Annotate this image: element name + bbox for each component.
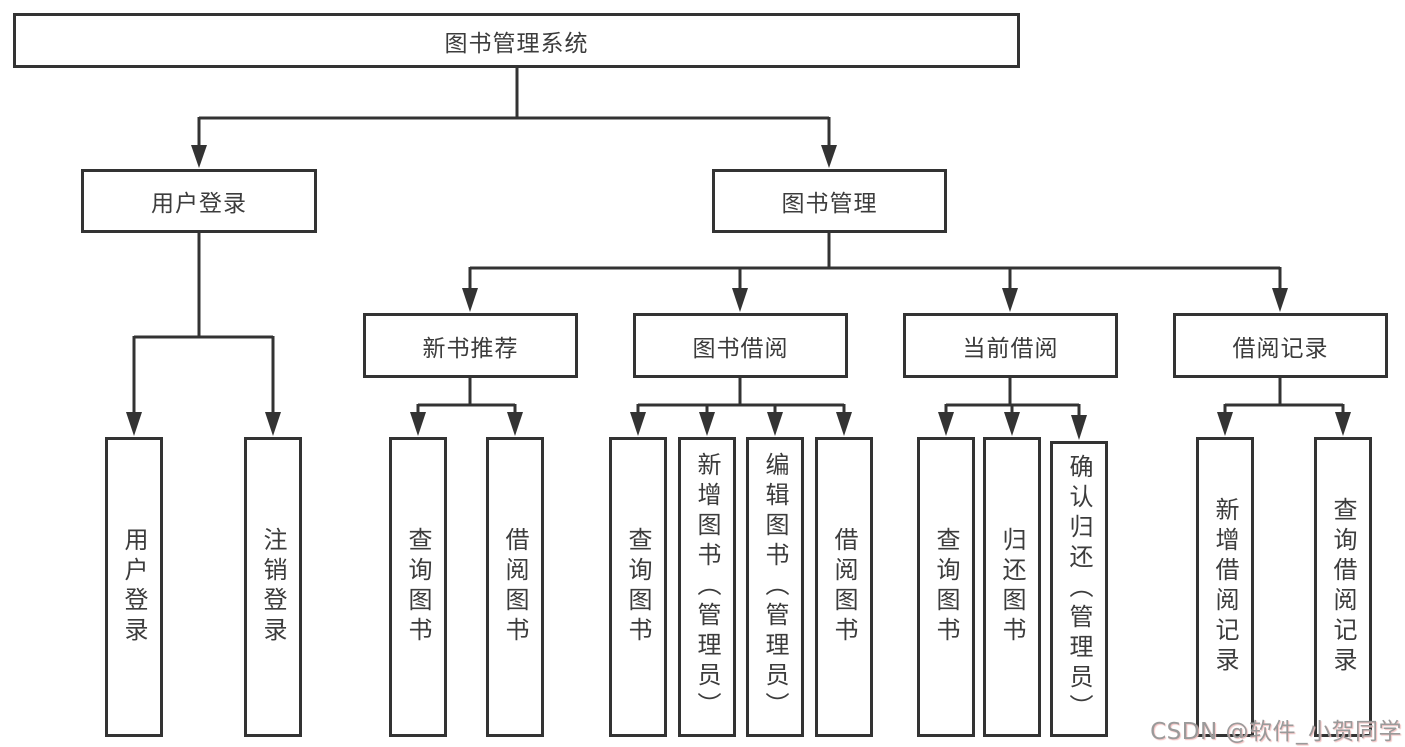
leaf-add-book-admin: 新增图书（管理员） (678, 437, 736, 737)
arrowhead-icon (1004, 412, 1020, 436)
arrowhead-icon (1335, 412, 1351, 436)
leaf-confirm-return-admin: 确认归还（管理员） (1050, 441, 1108, 737)
connector-recommend (410, 376, 523, 436)
leaf-add-borrow-record: 新增借阅记录 (1196, 437, 1254, 737)
arrowhead-icon (1217, 412, 1233, 436)
arrowhead-icon (732, 288, 748, 312)
arrowhead-icon (265, 412, 281, 436)
leaf-borrow-books-recommend: 借阅图书 (486, 437, 544, 737)
node-user-login: 用户登录 (81, 169, 317, 233)
connector-login (126, 231, 281, 436)
arrowhead-icon (191, 145, 207, 168)
arrowhead-icon (1272, 288, 1288, 312)
leaf-query-books-recommend: 查询图书 (389, 437, 447, 737)
leaf-edit-book-admin: 编辑图书（管理员） (746, 437, 804, 737)
csdn-watermark: CSDN @软件_小贺同学 (1150, 719, 1402, 745)
arrowhead-icon (126, 412, 142, 436)
leaf-user-login: 用户登录 (105, 437, 163, 737)
node-borrow-records: 借阅记录 (1173, 313, 1388, 378)
connector-records (1217, 376, 1351, 436)
node-book-borrow: 图书借阅 (633, 313, 848, 378)
arrowhead-icon (938, 412, 954, 436)
arrowhead-icon (630, 412, 646, 436)
arrowhead-icon (767, 412, 783, 436)
node-new-book-recommend: 新书推荐 (363, 313, 578, 378)
node-current-borrow: 当前借阅 (903, 313, 1118, 378)
arrowhead-icon (507, 412, 523, 436)
node-book-management: 图书管理 (712, 169, 947, 233)
leaf-return-books: 归还图书 (983, 437, 1041, 737)
connector-current (938, 376, 1087, 440)
arrowhead-icon (1071, 415, 1087, 440)
leaf-logout: 注销登录 (244, 437, 302, 737)
leaf-query-borrow-record: 查询借阅记录 (1314, 437, 1372, 737)
arrowhead-icon (462, 288, 478, 312)
arrowhead-icon (836, 412, 852, 436)
arrowhead-icon (1002, 288, 1018, 312)
connector-root (191, 67, 837, 168)
arrowhead-icon (410, 412, 426, 436)
arrowhead-icon (699, 412, 715, 436)
connector-management (462, 231, 1288, 312)
leaf-query-books-borrow: 查询图书 (609, 437, 667, 737)
leaf-query-books-current: 查询图书 (917, 437, 975, 737)
leaf-borrow-books-borrow: 借阅图书 (815, 437, 873, 737)
arrowhead-icon (821, 145, 837, 168)
node-root-system: 图书管理系统 (13, 13, 1020, 68)
connector-borrow (630, 376, 852, 436)
